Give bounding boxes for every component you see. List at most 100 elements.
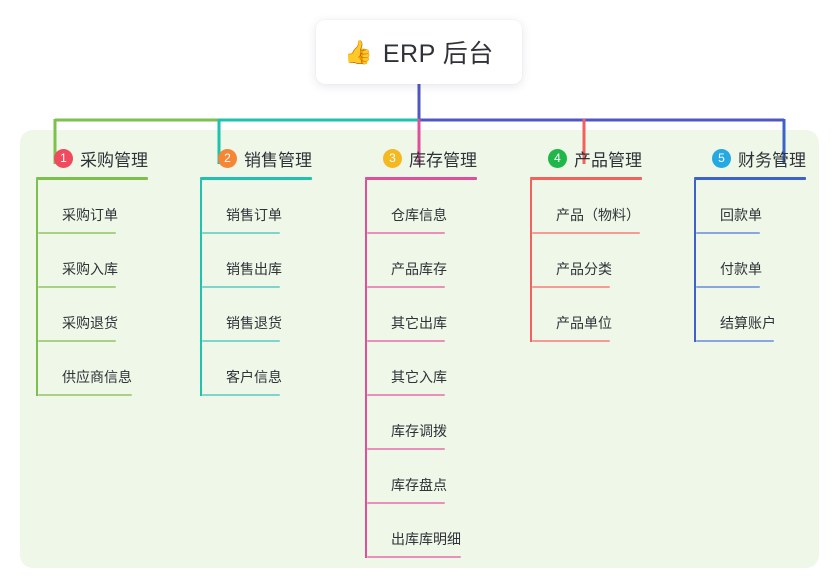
list-item-3-6[interactable]: 库存盘点 — [365, 450, 515, 504]
category-item-list: 产品（物料） 产品分类 产品单位 — [530, 180, 680, 342]
list-item-underline — [202, 232, 280, 234]
list-item-2-3[interactable]: 销售退货 — [200, 288, 350, 342]
list-item-1-2[interactable]: 采购入库 — [36, 234, 186, 288]
category-underline — [200, 177, 312, 180]
list-item-underline — [696, 286, 760, 288]
category-item-list: 采购订单 采购入库 采购退货 供应商信息 — [36, 180, 186, 396]
category-spine-line — [200, 180, 202, 396]
list-item-underline — [367, 286, 445, 288]
category-header[interactable]: 3 库存管理 — [365, 146, 515, 170]
list-item-1-4[interactable]: 供应商信息 — [36, 342, 186, 396]
list-item-label: 付款单 — [720, 261, 762, 277]
list-item-5-3[interactable]: 结算账户 — [694, 288, 839, 342]
category-item-list: 仓库信息 产品库存 其它出库 其它入库 库存调拨 库存盘点 出库库明细 — [365, 180, 515, 558]
thumbs-up-icon: 👍 — [344, 38, 373, 65]
list-item-5-2[interactable]: 付款单 — [694, 234, 839, 288]
list-item-underline — [38, 286, 116, 288]
category-column-4: 4 产品管理 产品（物料） 产品分类 产品单位 — [530, 146, 680, 342]
category-underline — [365, 177, 477, 180]
list-item-label: 出库库明细 — [391, 531, 461, 547]
category-spine-line — [36, 180, 38, 396]
list-item-label: 其它入库 — [391, 369, 447, 385]
category-header[interactable]: 2 销售管理 — [200, 146, 350, 170]
list-item-3-4[interactable]: 其它入库 — [365, 342, 515, 396]
category-number-badge-2: 2 — [218, 148, 237, 168]
list-item-label: 采购退货 — [62, 315, 118, 331]
category-spine-line — [530, 180, 532, 342]
category-underline — [36, 177, 148, 180]
category-number-badge-4: 4 — [548, 148, 567, 168]
diagram-panel — [20, 130, 819, 568]
category-header[interactable]: 5 财务管理 — [694, 146, 839, 170]
category-underline — [530, 177, 642, 180]
list-item-label: 采购入库 — [62, 261, 118, 277]
list-item-underline — [38, 232, 116, 234]
list-item-label: 库存调拨 — [391, 423, 447, 439]
list-item-2-1[interactable]: 销售订单 — [200, 180, 350, 234]
list-item-underline — [696, 340, 774, 342]
list-item-4-3[interactable]: 产品单位 — [530, 288, 680, 342]
category-number-badge-5: 5 — [712, 148, 731, 168]
list-item-label: 产品（物料） — [556, 207, 640, 223]
list-item-3-2[interactable]: 产品库存 — [365, 234, 515, 288]
list-item-1-1[interactable]: 采购订单 — [36, 180, 186, 234]
list-item-label: 供应商信息 — [62, 369, 132, 385]
list-item-underline — [202, 286, 280, 288]
list-item-4-1[interactable]: 产品（物料） — [530, 180, 680, 234]
list-item-5-1[interactable]: 回款单 — [694, 180, 839, 234]
category-underline — [694, 177, 806, 180]
list-item-3-7[interactable]: 出库库明细 — [365, 504, 515, 558]
category-title: 采购管理 — [80, 150, 148, 170]
list-item-label: 销售退货 — [226, 315, 282, 331]
list-item-underline — [38, 394, 132, 396]
category-column-5: 5 财务管理 回款单 付款单 结算账户 — [694, 146, 839, 342]
list-item-1-3[interactable]: 采购退货 — [36, 288, 186, 342]
list-item-underline — [202, 340, 280, 342]
category-column-1: 1 采购管理 采购订单 采购入库 采购退货 供应商信息 — [36, 146, 186, 396]
list-item-underline — [367, 556, 461, 558]
list-item-underline — [367, 340, 445, 342]
list-item-underline — [532, 340, 610, 342]
category-item-list: 回款单 付款单 结算账户 — [694, 180, 839, 342]
category-header[interactable]: 4 产品管理 — [530, 146, 680, 170]
list-item-2-4[interactable]: 客户信息 — [200, 342, 350, 396]
list-item-label: 销售出库 — [226, 261, 282, 277]
list-item-underline — [696, 232, 760, 234]
list-item-underline — [532, 286, 610, 288]
list-item-underline — [367, 502, 445, 504]
list-item-label: 销售订单 — [226, 207, 282, 223]
list-item-label: 库存盘点 — [391, 477, 447, 493]
list-item-underline — [532, 232, 640, 234]
category-title: 库存管理 — [409, 150, 477, 170]
list-item-label: 回款单 — [720, 207, 762, 223]
list-item-underline — [367, 232, 445, 234]
category-number-badge-1: 1 — [54, 148, 73, 168]
list-item-underline — [202, 394, 280, 396]
list-item-underline — [38, 340, 116, 342]
list-item-4-2[interactable]: 产品分类 — [530, 234, 680, 288]
list-item-underline — [367, 394, 445, 396]
list-item-label: 采购订单 — [62, 207, 118, 223]
category-header[interactable]: 1 采购管理 — [36, 146, 186, 170]
list-item-3-5[interactable]: 库存调拨 — [365, 396, 515, 450]
list-item-label: 产品分类 — [556, 261, 612, 277]
list-item-3-3[interactable]: 其它出库 — [365, 288, 515, 342]
category-title: 产品管理 — [574, 150, 642, 170]
list-item-label: 仓库信息 — [391, 207, 447, 223]
category-column-3: 3 库存管理 仓库信息 产品库存 其它出库 其它入库 库存调拨 库存盘点 出库库… — [365, 146, 515, 558]
list-item-label: 产品库存 — [391, 261, 447, 277]
list-item-label: 产品单位 — [556, 315, 612, 331]
category-item-list: 销售订单 销售出库 销售退货 客户信息 — [200, 180, 350, 396]
list-item-3-1[interactable]: 仓库信息 — [365, 180, 515, 234]
root-node-card[interactable]: 👍 ERP 后台 — [316, 20, 522, 84]
category-number-badge-3: 3 — [383, 148, 402, 168]
list-item-label: 结算账户 — [720, 315, 776, 331]
category-title: 财务管理 — [738, 150, 806, 170]
category-column-2: 2 销售管理 销售订单 销售出库 销售退货 客户信息 — [200, 146, 350, 396]
category-title: 销售管理 — [244, 150, 312, 170]
category-spine-line — [365, 180, 367, 558]
list-item-underline — [367, 448, 445, 450]
root-node-title: ERP 后台 — [382, 40, 494, 68]
list-item-2-2[interactable]: 销售出库 — [200, 234, 350, 288]
list-item-label: 客户信息 — [226, 369, 282, 385]
